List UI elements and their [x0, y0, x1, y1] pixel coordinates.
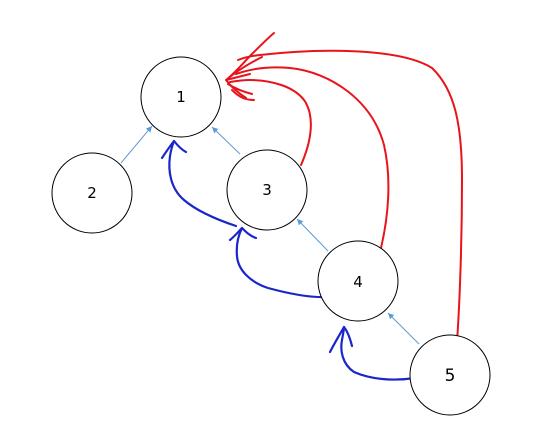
blue-arrowhead-3: [228, 226, 258, 242]
red-arrow-3-to-1: [229, 79, 312, 166]
tree-edge-2-to-1: [120, 125, 153, 164]
tree-edge-3-to-1: [211, 126, 241, 155]
node-2-circle: [51, 152, 133, 234]
tree-edge-4-to-3: [296, 218, 329, 252]
red-annotations: [225, 32, 463, 355]
blue-arrow-4-to-3: [235, 226, 330, 299]
node-1: 1: [140, 56, 222, 138]
node-3-label: 3: [262, 181, 272, 199]
node-3: 3: [226, 149, 308, 231]
tree-edges: [120, 125, 420, 345]
blue-arrow-5-to-4: [340, 325, 417, 381]
red-arrowhead-lines: [225, 32, 275, 101]
red-arrow-5-to-1: [237, 49, 463, 355]
blue-arrowhead-4: [328, 325, 354, 354]
node-4: 4: [317, 240, 399, 322]
tree-edge-5-to-4: [387, 312, 420, 345]
node-1-label: 1: [176, 88, 186, 106]
node-1-circle: [140, 56, 222, 138]
node-2: 2: [51, 152, 133, 234]
node-5-circle: [409, 334, 491, 416]
node-5-label: 5: [445, 366, 456, 386]
node-2-label: 2: [87, 184, 97, 202]
red-arrow-4-to-1: [235, 66, 390, 249]
blue-arrow-3-to-1: [168, 139, 238, 228]
blue-arrowhead-1: [160, 139, 188, 160]
node-4-circle: [317, 240, 399, 322]
blue-annotations: [160, 139, 417, 381]
node-5: 5: [409, 334, 491, 416]
node-3-circle: [226, 149, 308, 231]
node-4-label: 4: [353, 273, 363, 291]
